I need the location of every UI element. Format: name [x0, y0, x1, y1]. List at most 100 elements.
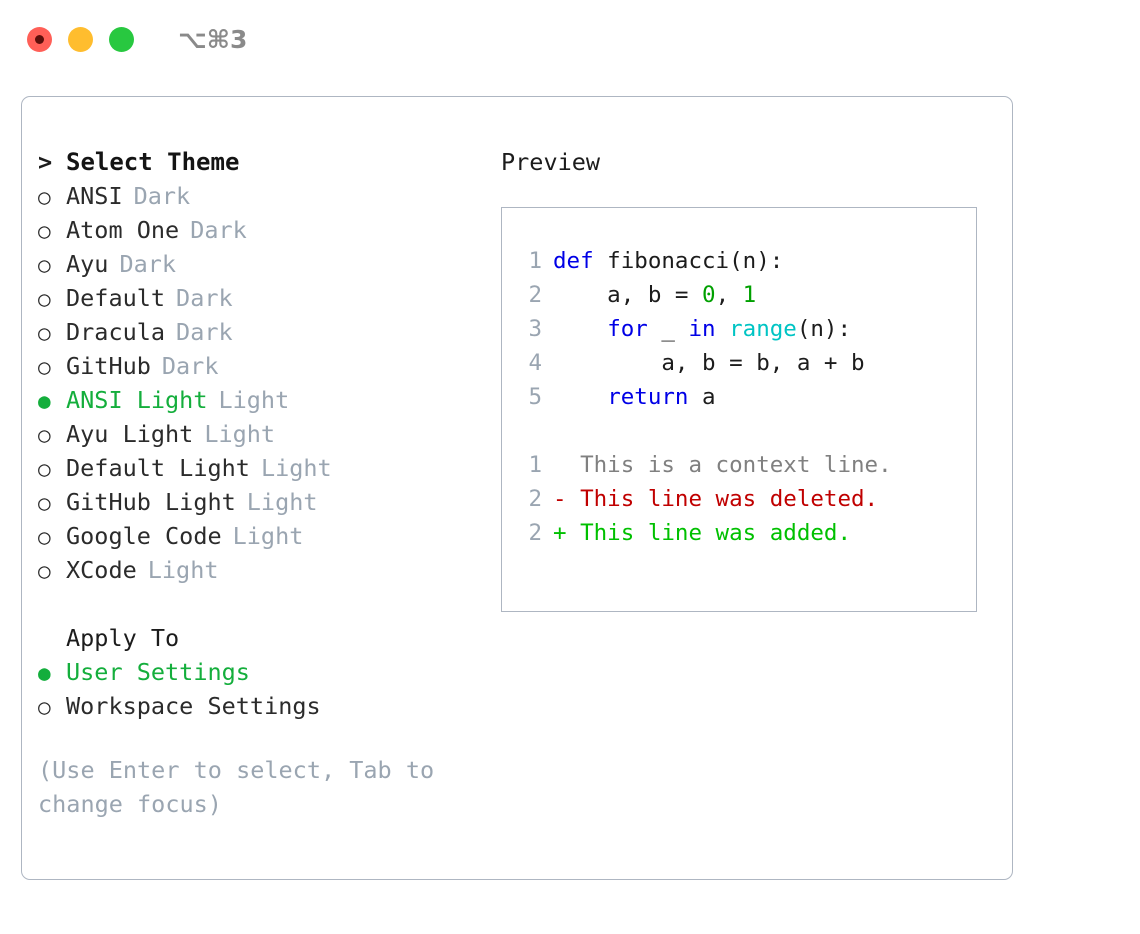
theme-name: GitHub [66, 352, 151, 380]
radio-unselected-icon: ○ [38, 695, 51, 719]
theme-list-item[interactable]: ○ Ayu Light Light [38, 417, 488, 451]
radio-unselected-icon: ○ [38, 559, 51, 583]
preview-box: 1 def fibonacci(n): 2 a, b = 0, 1 3 for _ i… [501, 207, 977, 612]
code-line: 1 def fibonacci(n): [520, 244, 976, 278]
code-token: for [607, 316, 648, 342]
theme-list-item[interactable]: ○ XCode Light [38, 553, 488, 587]
theme-variant-badge: Light [147, 556, 219, 584]
radio-selected-icon: ● [38, 661, 51, 685]
theme-list-item[interactable]: ○ GitHub Dark [38, 349, 488, 383]
radio-unselected-icon: ○ [38, 525, 51, 549]
zoom-button[interactable] [109, 26, 134, 52]
code-token: def [553, 248, 594, 274]
minimize-button[interactable] [68, 26, 93, 52]
theme-name: Atom One [66, 216, 180, 244]
apply-to-label: User Settings [66, 658, 250, 686]
theme-name: Default [66, 284, 166, 312]
line-number: 3 [528, 316, 542, 342]
theme-variant-badge: Dark [176, 318, 233, 346]
code-token: 1 [742, 282, 757, 308]
theme-variant-badge: Dark [161, 352, 219, 380]
line-number: 2 [528, 486, 542, 512]
radio-unselected-icon: ○ [38, 355, 51, 379]
line-number: 1 [528, 452, 542, 478]
radio-unselected-icon: ○ [38, 423, 51, 447]
code-token: This is a context line. [553, 452, 892, 478]
code-token [553, 316, 607, 342]
code-token: in [688, 316, 716, 342]
theme-list-item[interactable]: ○ Default Light Light [38, 451, 488, 485]
code-token [716, 316, 730, 342]
code-token: a [688, 384, 716, 410]
theme-variant-badge: Light [204, 420, 276, 448]
theme-name: Default Light [66, 454, 250, 482]
code-preview: 1 def fibonacci(n): 2 a, b = 0, 1 3 for _ i… [502, 244, 976, 550]
theme-variant-badge: Dark [176, 284, 233, 312]
code-token: (n): [796, 316, 852, 342]
code-token: + This line was added. [553, 520, 852, 546]
apply-to-item[interactable]: ● User Settings [38, 655, 488, 689]
radio-unselected-icon: ○ [38, 287, 51, 311]
preview-title: Preview [501, 148, 601, 176]
apply-to-header: Apply To [38, 621, 488, 655]
line-number: 2 [528, 282, 542, 308]
list-spacer [38, 587, 488, 621]
code-line: 2 - This line was deleted. [520, 482, 976, 516]
keyboard-shortcut-label: ⌥⌘3 [178, 24, 248, 54]
select-theme-header: > Select Theme [38, 145, 488, 179]
theme-name: ANSI Light [66, 386, 208, 414]
theme-list-item[interactable]: ○ Default Dark [38, 281, 488, 315]
code-token: a, b = [553, 282, 703, 308]
code-line: 4 a, b = b, a + b [520, 346, 976, 380]
radio-unselected-icon: ○ [38, 457, 51, 481]
code-token: , [715, 282, 743, 308]
keyboard-hint: (Use Enter to select, Tab to change focu… [38, 756, 435, 818]
theme-variant-badge: Dark [119, 250, 177, 278]
line-number: 2 [528, 520, 542, 546]
code-token: range [729, 316, 797, 342]
code-token: a, b = b, a + b [553, 350, 865, 376]
theme-variant-badge: Dark [190, 216, 247, 244]
code-token: - This line was deleted. [553, 486, 879, 512]
apply-to-item[interactable]: ○ Workspace Settings [38, 689, 488, 723]
select-theme-title: Select Theme [66, 148, 240, 176]
code-token: fibonacci(n): [593, 248, 784, 274]
close-button[interactable] [27, 26, 52, 52]
radio-unselected-icon: ○ [38, 491, 51, 515]
theme-name: Ayu Light [66, 420, 194, 448]
apply-to-label: Workspace Settings [66, 692, 321, 720]
theme-variant-badge: Light [246, 488, 318, 516]
preview-column: Preview 1 def fibonacci(n): 2 a, b = 0, 1 3… [501, 145, 996, 612]
theme-variant-badge: Dark [133, 182, 191, 210]
code-line: 2 + This line was added. [520, 516, 976, 550]
code-line: 5 return a [520, 380, 976, 414]
theme-variant-badge: Light [218, 386, 290, 414]
theme-list-item[interactable]: ○ ANSI Dark [38, 179, 488, 213]
theme-name: ANSI [66, 182, 123, 210]
theme-name: XCode [66, 556, 137, 584]
theme-name: Google Code [66, 522, 222, 550]
apply-to-title: Apply To [66, 624, 180, 652]
theme-list-item[interactable]: ○ Atom One Dark [38, 213, 488, 247]
code-token: 0 [702, 282, 716, 308]
theme-name: Dracula [66, 318, 166, 346]
code-line: 3 for _ in range(n): [520, 312, 976, 346]
code-token: _ [647, 316, 689, 342]
radio-unselected-icon: ○ [38, 219, 51, 243]
radio-unselected-icon: ○ [38, 253, 51, 277]
line-number: 1 [528, 248, 542, 274]
caret-icon: > [38, 148, 53, 176]
theme-variant-badge: Light [260, 454, 332, 482]
apply-to-list: ● User Settings ○ Workspace Settings [38, 655, 488, 723]
radio-unselected-icon: ○ [38, 185, 51, 209]
code-token [553, 384, 607, 410]
